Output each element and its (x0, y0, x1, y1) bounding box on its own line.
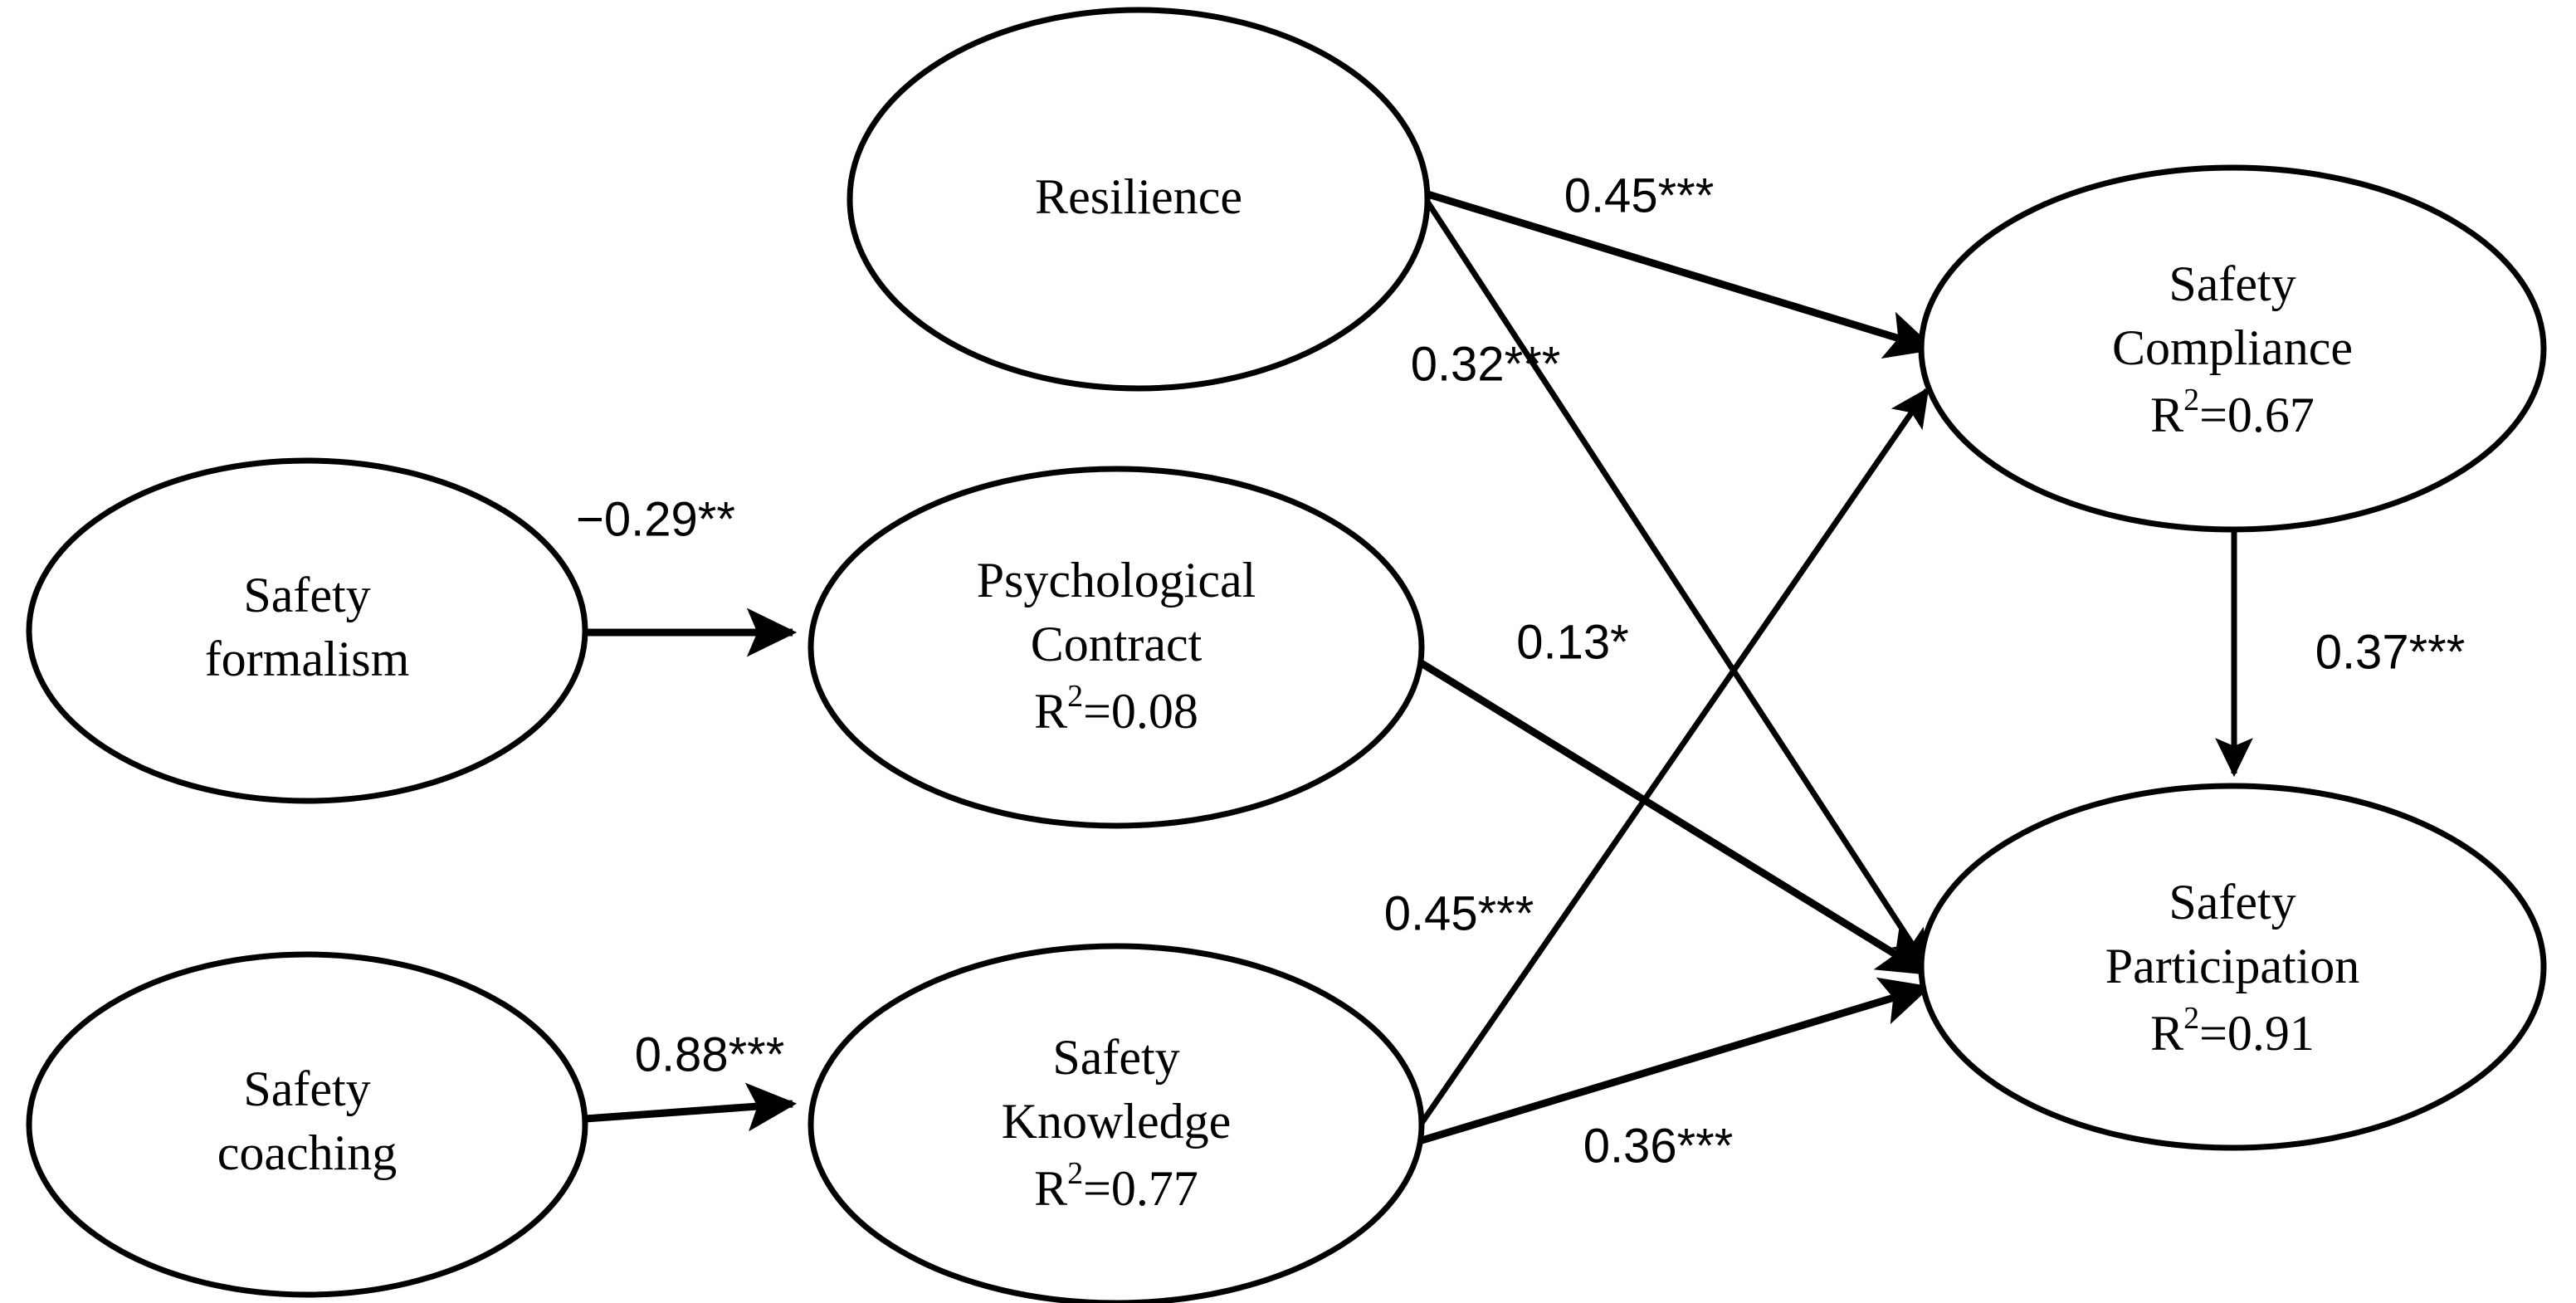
path-contract-to-participation (1413, 656, 1930, 976)
node-label-safety-formalism-line1: Safety (243, 568, 370, 622)
node-label-psychological-contract-r2: R2=0.08 (1034, 679, 1198, 739)
node-safety-knowledge[interactable]: Safety Knowledge R2=0.77 (807, 943, 1425, 1303)
path-knowledge-to-participation (1409, 977, 1932, 1148)
node-safety-participation[interactable]: Safety Participation R2=0.91 (1918, 783, 2547, 1151)
node-safety-compliance[interactable]: Safety Compliance R2=0.67 (1918, 164, 2547, 533)
node-label-resilience: Resilience (1035, 169, 1242, 224)
node-label-safety-compliance-line2: Compliance (2112, 320, 2353, 375)
node-psychological-contract[interactable]: Psychological Contract R2=0.08 (807, 466, 1425, 829)
node-resilience[interactable]: Resilience (846, 7, 1431, 392)
node-ellipse-psychological-contract (807, 466, 1425, 829)
node-label-safety-coaching-line1: Safety (243, 1061, 370, 1116)
path-knowledge-to-compliance (1408, 387, 1930, 1140)
r2-value-psychological-contract: =0.08 (1083, 684, 1198, 739)
node-label-safety-knowledge-line2: Knowledge (1002, 1094, 1232, 1149)
node-ellipse-safety-compliance (1918, 164, 2547, 533)
node-ellipse-safety-coaching (26, 951, 588, 1298)
node-label-safety-participation-r2: R2=0.91 (2150, 1001, 2315, 1061)
node-safety-coaching[interactable]: Safety coaching (26, 951, 588, 1298)
coefficient-label-resilience-to-compliance: 0.45*** (1564, 168, 1715, 222)
node-label-psychological-contract-line2: Contract (1031, 617, 1203, 671)
node-label-safety-compliance-r2: R2=0.67 (2150, 383, 2315, 442)
node-ellipse-resilience (846, 7, 1431, 392)
coefficient-label-compliance-to-participation: 0.37*** (2315, 625, 2466, 679)
node-label-safety-formalism-line2: formalism (205, 632, 410, 686)
node-ellipse-safety-knowledge (807, 943, 1425, 1303)
node-label-safety-knowledge-r2: R2=0.77 (1034, 1156, 1198, 1216)
path-resilience-to-participation (1423, 198, 1930, 970)
node-ellipse-safety-participation (1918, 783, 2547, 1151)
path-coaching-to-knowledge (584, 1082, 798, 1132)
coefficient-label-coaching-to-knowledge: 0.88*** (635, 1027, 785, 1081)
node-label-safety-participation-line1: Safety (2169, 875, 2295, 930)
coefficient-label-formalism-to-contract: −0.29** (576, 492, 735, 546)
node-label-psychological-contract-line1: Psychological (977, 553, 1256, 608)
coefficient-label-resilience-to-participation: 0.32*** (1411, 337, 1561, 391)
r2-value-safety-participation: =0.91 (2199, 1006, 2315, 1061)
r2-value-safety-compliance: =0.67 (2199, 388, 2315, 442)
coefficient-label-contract-to-participation: 0.13* (1516, 615, 1628, 669)
node-ellipse-safety-formalism (26, 457, 588, 804)
path-resilience-to-compliance (1421, 188, 1937, 359)
node-label-safety-coaching-line2: coaching (217, 1125, 398, 1180)
node-label-safety-compliance-line1: Safety (2169, 256, 2295, 311)
r2-value-safety-knowledge: =0.77 (1083, 1161, 1198, 1216)
node-label-safety-participation-line2: Participation (2105, 939, 2360, 993)
coefficient-label-knowledge-to-compliance: 0.45*** (1384, 886, 1534, 940)
node-safety-formalism[interactable]: Safety formalism (26, 457, 588, 804)
coefficient-label-knowledge-to-participation: 0.36*** (1583, 1119, 1734, 1173)
node-label-safety-knowledge-line1: Safety (1052, 1030, 1179, 1085)
